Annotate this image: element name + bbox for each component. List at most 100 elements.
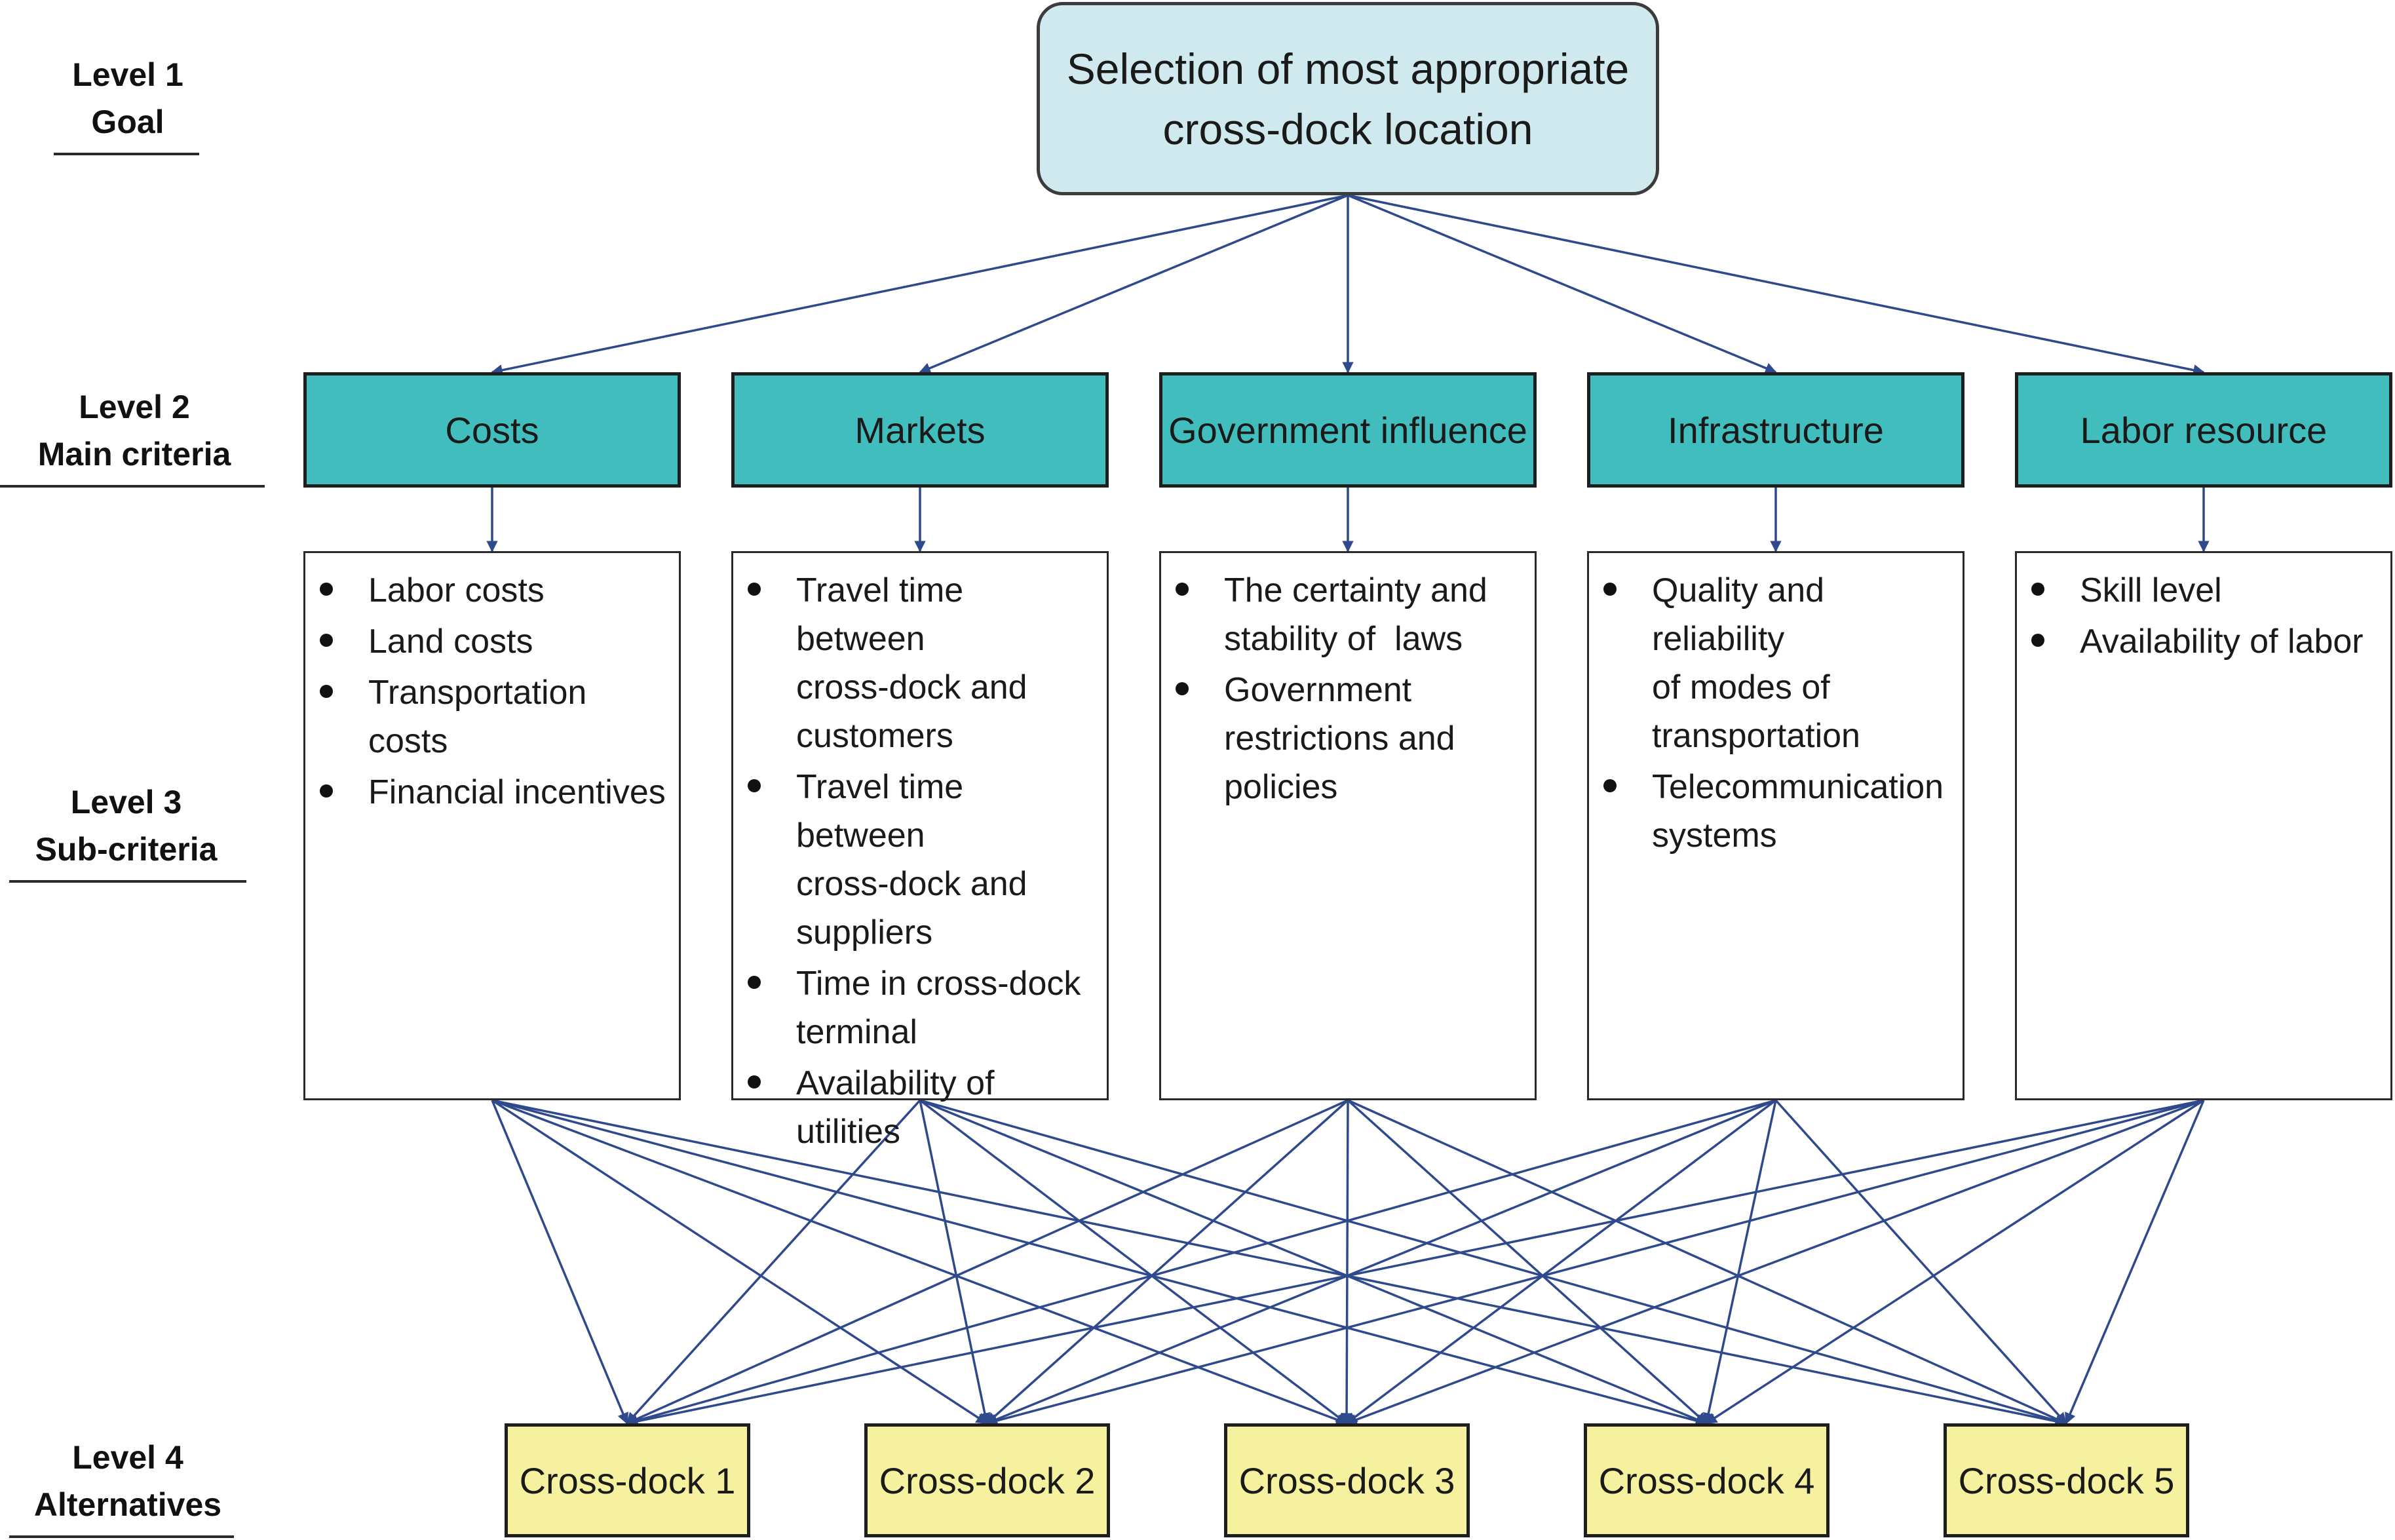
bullet-icon bbox=[320, 583, 333, 596]
subcriteria-markets: Travel time between cross-dock and custo… bbox=[731, 551, 1109, 1151]
criterion-labor-resource-label: Labor resource bbox=[2080, 409, 2328, 451]
subcriteria-1-to-alternative-2-arrow bbox=[491, 1099, 988, 1425]
subcriterion-line: Travel time between bbox=[796, 571, 964, 658]
level-4-number: Level 4 bbox=[72, 1439, 183, 1476]
bullet-icon bbox=[748, 583, 761, 596]
bullet-icon bbox=[748, 976, 761, 989]
subcriteria-list: Skill level Availability of labor bbox=[2017, 566, 2384, 666]
alternative-label: Cross-dock 2 bbox=[879, 1459, 1096, 1501]
subcriterion-text: Land costs bbox=[368, 623, 533, 661]
subcriteria-2-to-alternative-1-arrow bbox=[626, 1099, 921, 1425]
subcriteria-2-to-alternative-2-arrow bbox=[919, 1100, 991, 1425]
goal-node: Selection of most appropriate cross-dock… bbox=[1037, 2, 1659, 195]
subcriterion-item: Travel time between cross-dock and custo… bbox=[733, 566, 1100, 760]
subcriterion-item: Labor costs bbox=[305, 566, 672, 615]
subcriteria-list: The certainty and stability of laws Gove… bbox=[1161, 566, 1528, 811]
bullet-icon bbox=[1603, 779, 1617, 792]
level-3-name: Sub-criteria bbox=[35, 831, 218, 868]
subcriteria-costs: Labor costs Land costs Transportation co… bbox=[303, 551, 681, 1100]
bullet-icon bbox=[748, 779, 761, 792]
level-2-label: Level 2 Main criteria bbox=[13, 383, 256, 478]
subcriteria-3-to-alternative-1-arrow bbox=[626, 1099, 1349, 1425]
criterion-costs: Costs bbox=[303, 372, 681, 488]
criterion-markets: Markets bbox=[731, 372, 1109, 488]
subcriteria-infrastructure: Quality and reliability of modes of tran… bbox=[1587, 551, 1964, 1100]
alternative-cross-dock-4: Cross-dock 4 bbox=[1584, 1423, 1830, 1537]
subcriterion-line: cross-dock and bbox=[796, 668, 1027, 706]
alternative-label: Cross-dock 4 bbox=[1598, 1459, 1815, 1501]
bullet-icon bbox=[320, 784, 333, 798]
subcriteria-1-to-alternative-5-arrow bbox=[491, 1099, 2067, 1427]
subcriterion-line: Time in cross-dock bbox=[796, 965, 1081, 1003]
alternative-label: Cross-dock 3 bbox=[1238, 1459, 1455, 1501]
goal-to-criterion-arrow-5 bbox=[1347, 194, 2205, 376]
bullet-icon bbox=[1603, 583, 1617, 596]
subcriterion-line: terminal bbox=[796, 1013, 917, 1051]
goal-line-1: Selection of most appropriate bbox=[1066, 44, 1630, 93]
bullet-icon bbox=[1176, 682, 1189, 695]
level-3-label: Level 3 Sub-criteria bbox=[20, 779, 233, 873]
subcriteria-1-to-alternative-4-arrow bbox=[491, 1099, 1708, 1427]
subcriterion-item: Transportation costs bbox=[305, 668, 672, 765]
subcriteria-list: Quality and reliability of modes of tran… bbox=[1589, 566, 1956, 860]
bullet-icon bbox=[748, 1075, 761, 1088]
subcriterion-line: Government bbox=[1224, 671, 1412, 709]
subcriteria-4-to-alternative-1-arrow bbox=[626, 1099, 1776, 1427]
alternative-cross-dock-1: Cross-dock 1 bbox=[505, 1423, 750, 1537]
level-1-number: Level 1 bbox=[72, 56, 183, 93]
subcriteria-5-to-alternative-4-arrow bbox=[1705, 1099, 2204, 1425]
subcriteria-3-to-alternative-3-arrow bbox=[1341, 1100, 1352, 1425]
subcriterion-item: Availability of labor bbox=[2017, 617, 2384, 666]
alternative-cross-dock-2: Cross-dock 2 bbox=[864, 1423, 1110, 1537]
subcriterion-line: restrictions and bbox=[1224, 720, 1455, 758]
criterion-labor-resource: Labor resource bbox=[2015, 372, 2392, 488]
level-2-rule bbox=[0, 485, 265, 488]
subcriterion-line: systems bbox=[1652, 817, 1777, 855]
subcriterion-item: Time in cross-dock terminal bbox=[733, 959, 1100, 1056]
subcriterion-line: Travel time between bbox=[796, 768, 964, 855]
level-4-label: Level 4 Alternatives bbox=[20, 1434, 236, 1528]
level-4-rule bbox=[9, 1535, 234, 1538]
subcriteria-5-to-alternative-3-arrow bbox=[1345, 1099, 2204, 1425]
subcriterion-text: Availability of labor bbox=[2080, 623, 2364, 661]
goal-to-criterion-arrow-1 bbox=[491, 194, 1349, 376]
subcriterion-item: Travel time between cross-dock and suppl… bbox=[733, 763, 1100, 957]
subcriterion-item: Telecommunication systems bbox=[1589, 763, 1956, 860]
subcriteria-2-to-alternative-5-arrow bbox=[919, 1099, 2067, 1427]
subcriterion-text: Financial incentives bbox=[368, 773, 666, 811]
subcriteria-labor-resource: Skill level Availability of labor bbox=[2015, 551, 2392, 1100]
subcriterion-line: transportation bbox=[1652, 717, 1860, 755]
subcriterion-line: Availability of utilities bbox=[796, 1064, 995, 1151]
subcriteria-list: Labor costs Land costs Transportation co… bbox=[305, 566, 672, 817]
subcriterion-line: customers bbox=[796, 717, 953, 755]
subcriterion-item: Availability of utilities bbox=[733, 1059, 1100, 1156]
criterion-government-influence-label: Government influence bbox=[1168, 409, 1527, 451]
alternative-label: Cross-dock 5 bbox=[1958, 1459, 2175, 1501]
level-2-name: Main criteria bbox=[37, 436, 231, 472]
subcriterion-line: suppliers bbox=[796, 914, 933, 952]
goal-to-criterion-arrow-4 bbox=[1347, 194, 1777, 374]
subcriterion-line: The certainty and bbox=[1224, 571, 1487, 609]
subcriterion-item: Skill level bbox=[2017, 566, 2384, 615]
alternative-cross-dock-5: Cross-dock 5 bbox=[1944, 1423, 2189, 1537]
subcriteria-4-to-alternative-5-arrow bbox=[1774, 1099, 2067, 1425]
goal-line-2: cross-dock location bbox=[1162, 104, 1533, 153]
level-3-rule bbox=[9, 880, 246, 883]
criterion-costs-label: Costs bbox=[445, 409, 539, 451]
alternative-label: Cross-dock 1 bbox=[519, 1459, 736, 1501]
bullet-icon bbox=[320, 685, 333, 698]
subcriteria-4-to-alternative-2-arrow bbox=[986, 1099, 1776, 1425]
subcriterion-item: Quality and reliability of modes of tran… bbox=[1589, 566, 1956, 760]
level-2-number: Level 2 bbox=[79, 389, 190, 425]
subcriteria-3-to-alternative-5-arrow bbox=[1347, 1099, 2067, 1425]
subcriteria-1-to-alternative-1-arrow bbox=[491, 1100, 629, 1425]
criterion-infrastructure-label: Infrastructure bbox=[1668, 409, 1884, 451]
subcriterion-line: stability of laws bbox=[1224, 620, 1463, 658]
subcriterion-text: Labor costs bbox=[368, 571, 545, 609]
subcriteria-5-to-alternative-1-arrow bbox=[626, 1099, 2204, 1427]
subcriteria-3-to-alternative-4-arrow bbox=[1347, 1099, 1708, 1425]
subcriteria-government-influence: The certainty and stability of laws Gove… bbox=[1159, 551, 1537, 1100]
subcriterion-line: Telecommunication bbox=[1652, 768, 1944, 806]
subcriterion-line: policies bbox=[1224, 768, 1338, 806]
